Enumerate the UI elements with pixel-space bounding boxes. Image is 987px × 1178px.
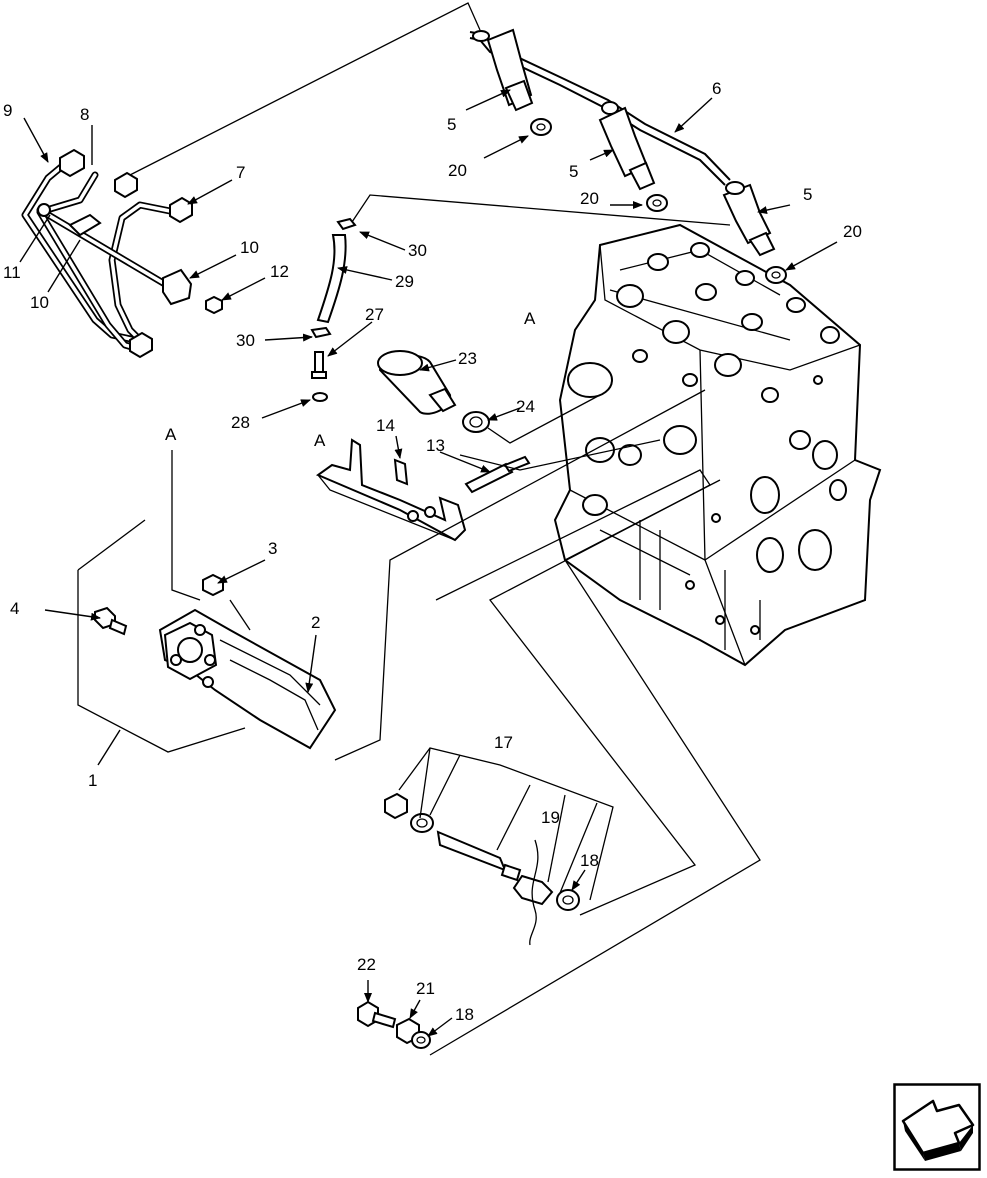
callout-20-washer-3: 20 [843,222,862,241]
mounting-bracket [315,438,531,542]
callout-21: 21 [416,979,435,998]
callout-14: 14 [376,416,395,435]
callout-23: 23 [458,349,477,368]
fuel-shutoff-solenoid [377,350,490,433]
callout-4: 4 [10,599,19,618]
callout-1: 1 [88,771,97,790]
callout-5-injector-3: 5 [803,185,812,204]
callout-9: 9 [3,101,12,120]
reference-lines [129,2,761,1056]
callout-10-lower: 10 [30,293,49,312]
callout-12: 12 [270,262,289,281]
next-page-button[interactable] [893,1083,981,1171]
callout-2: 2 [311,613,320,632]
reference-A-engine: A [524,309,536,328]
sealing-washer-2 [646,194,668,212]
callout-29: 29 [395,272,414,291]
leak-off-hose-assembly [310,217,357,402]
injection-pump-assembly [77,519,337,753]
callout-19: 19 [541,808,560,827]
idle-adjust-parts [357,792,580,1049]
callout-8: 8 [80,105,89,124]
callout-30-lower: 30 [236,331,255,350]
callout-24: 24 [516,397,535,416]
callout-30-upper: 30 [408,241,427,260]
callout-13: 13 [426,436,445,455]
callout-10: 10 [240,238,259,257]
callout-5-injector-2: 5 [569,162,578,181]
reference-A-fitting: A [314,431,326,450]
callout-labels: 9 8 7 10 12 11 10 5 5 5 6 20 20 20 30 29… [3,79,862,1024]
callout-22: 22 [357,955,376,974]
callout-18-lower: 18 [455,1005,474,1024]
injector-1 [472,28,534,112]
reference-A-pump: A [165,425,177,444]
engine-block [553,223,882,667]
injectors-and-return-line [469,28,787,284]
callout-5-injector-1: 5 [447,115,456,134]
sealing-washer-1 [530,118,552,136]
callout-6: 6 [712,79,721,98]
injection-pipe-assembly [21,148,223,359]
callout-17: 17 [494,733,513,752]
leader-lines [19,89,838,1037]
callout-27: 27 [365,305,384,324]
sealing-washer-3 [765,266,787,284]
callout-18-upper: 18 [580,851,599,870]
callout-7: 7 [236,163,245,182]
injector-2 [598,101,656,191]
next-page-arrow-icon [893,1083,981,1171]
callout-3: 3 [268,539,277,558]
callout-28: 28 [231,413,250,432]
callout-20-washer-1: 20 [448,161,467,180]
injector-3 [722,181,776,257]
callout-20-washer-2: 20 [580,189,599,208]
callout-11: 11 [3,263,21,282]
